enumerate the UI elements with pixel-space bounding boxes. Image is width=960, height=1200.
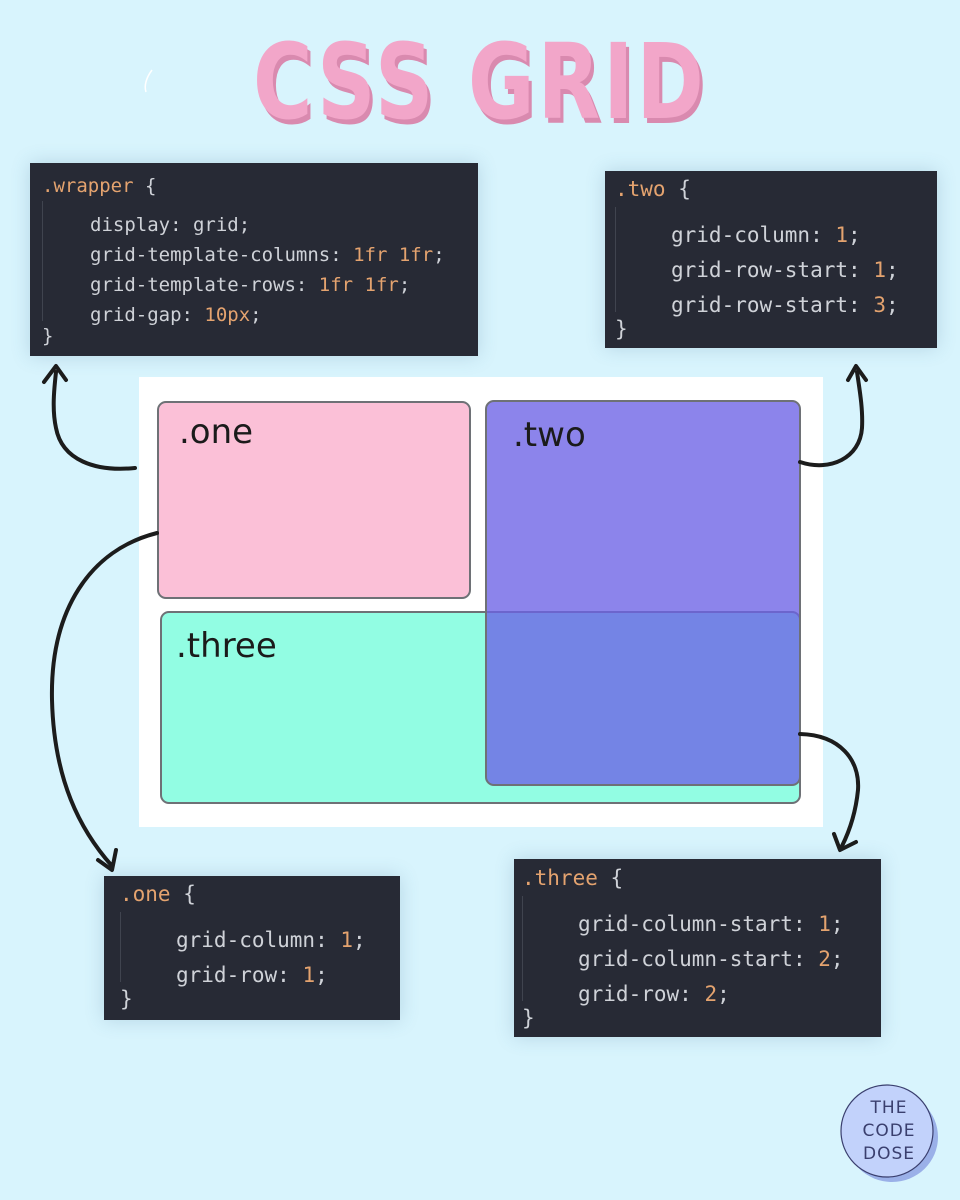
code-block-two: .two { grid-column: 1; grid-row-start: 1… bbox=[605, 171, 937, 348]
cell-label-one: .one bbox=[179, 412, 254, 452]
code-line: display: grid; bbox=[42, 201, 478, 236]
css-property: grid-column-start bbox=[578, 912, 793, 936]
cell-label-two: .two bbox=[513, 415, 586, 455]
code-line: grid-template-rows: 1fr 1fr; bbox=[42, 261, 478, 296]
css-selector: .wrapper bbox=[42, 175, 134, 197]
code-line: grid-template-columns: 1fr 1fr; bbox=[42, 231, 478, 266]
code-block-one: .one { grid-column: 1; grid-row: 1; } bbox=[104, 876, 400, 1020]
code-line: grid-column: 1; bbox=[615, 207, 937, 247]
code-line: grid-row: 2; bbox=[522, 966, 881, 1006]
open-brace: { bbox=[610, 866, 624, 890]
arrow-two bbox=[798, 370, 865, 468]
css-value: 1fr 1fr bbox=[353, 244, 434, 266]
css-value: 1 bbox=[340, 928, 354, 952]
logo-line-2: CODE bbox=[862, 1121, 916, 1141]
code-line: grid-row: 1; bbox=[120, 947, 400, 987]
code-line: grid-row-start: 1; bbox=[615, 242, 937, 282]
grid-cell-two: .two bbox=[485, 400, 801, 786]
code-line: .two { bbox=[615, 172, 937, 207]
code-line: } bbox=[522, 1001, 881, 1036]
the-code-dose-logo: THE CODE DOSE bbox=[838, 1080, 940, 1184]
css-property: grid-column-start bbox=[578, 947, 793, 971]
grid-cell-one: .one bbox=[157, 401, 471, 599]
open-brace: { bbox=[144, 175, 157, 197]
code-line: } bbox=[120, 982, 400, 1017]
code-line: grid-column-start: 2; bbox=[522, 931, 881, 971]
css-property: grid-template-columns bbox=[90, 244, 331, 266]
css-value: 1 bbox=[302, 963, 316, 987]
open-brace: { bbox=[678, 177, 691, 201]
close-brace: } bbox=[120, 987, 133, 1011]
css-property: grid-column bbox=[176, 928, 316, 952]
css-value: 1 bbox=[818, 912, 831, 936]
arrow-wrapper bbox=[51, 370, 137, 471]
css-value: grid bbox=[192, 214, 239, 236]
code-block-wrapper: .wrapper { display: grid; grid-template-… bbox=[30, 163, 478, 356]
page-title: CSS GRID bbox=[252, 21, 708, 143]
code-line: } bbox=[42, 321, 478, 351]
code-line: grid-gap: 10px; bbox=[42, 291, 478, 326]
css-value: 10px bbox=[204, 304, 251, 326]
css-value: 3 bbox=[873, 293, 886, 317]
code-line: } bbox=[615, 312, 937, 347]
code-line: .three { bbox=[522, 861, 881, 896]
css-property: grid-row bbox=[578, 982, 680, 1006]
arrowhead-wrapper bbox=[42, 364, 68, 384]
css-selector: .one bbox=[120, 882, 171, 906]
css-property: display bbox=[90, 214, 171, 236]
code-line: grid-row-start: 3; bbox=[615, 277, 937, 317]
code-line: .wrapper { bbox=[42, 171, 478, 201]
arrow-three bbox=[798, 732, 861, 848]
css-property: grid-column bbox=[671, 223, 811, 247]
logo-line-3: DOSE bbox=[862, 1144, 915, 1164]
css-value: 2 bbox=[818, 947, 831, 971]
code-line: .one { bbox=[120, 877, 400, 912]
logo-line-1: THE bbox=[870, 1098, 908, 1118]
arrowhead-three bbox=[832, 832, 858, 852]
css-value: 1 bbox=[873, 258, 886, 282]
close-brace: } bbox=[522, 1006, 535, 1030]
code-block-three: .three { grid-column-start: 1; grid-colu… bbox=[514, 859, 881, 1037]
css-property: grid-row-start bbox=[671, 293, 849, 317]
css-property: grid-row bbox=[176, 963, 278, 987]
cell-label-three: .three bbox=[176, 626, 277, 666]
code-line: grid-column: 1; bbox=[120, 912, 400, 952]
css-value: 1fr 1fr bbox=[318, 274, 399, 296]
css-selector: .three bbox=[522, 866, 598, 890]
code-line: grid-column-start: 1; bbox=[522, 896, 881, 936]
arrowhead-two bbox=[846, 364, 868, 382]
css-value: 1 bbox=[835, 223, 849, 247]
css-selector: .two bbox=[615, 177, 666, 201]
close-brace: } bbox=[615, 317, 628, 341]
css-property: grid-row-start bbox=[671, 258, 849, 282]
arrowhead-one bbox=[96, 848, 118, 872]
arrow-one bbox=[49, 531, 159, 868]
close-brace: } bbox=[42, 325, 54, 347]
open-brace: { bbox=[183, 882, 196, 906]
css-property: grid-template-rows bbox=[90, 274, 296, 296]
css-property: grid-gap bbox=[90, 304, 182, 326]
css-value: 2 bbox=[704, 982, 718, 1006]
